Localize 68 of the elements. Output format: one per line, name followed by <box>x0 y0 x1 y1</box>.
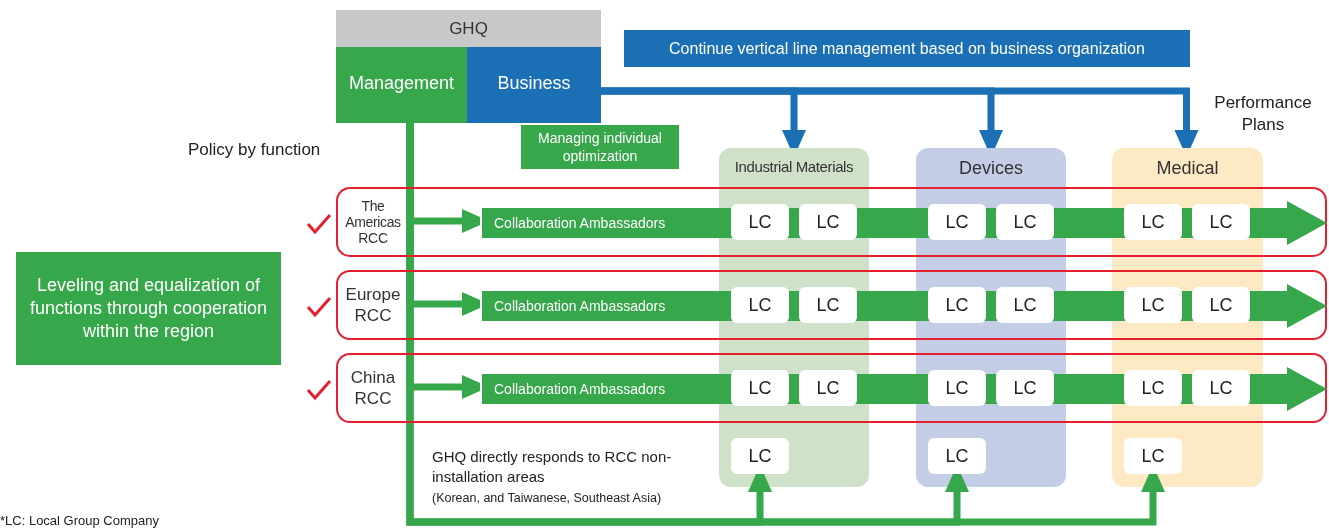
company-box <box>731 287 789 323</box>
node-text: LC <box>748 210 772 234</box>
headquarters-box <box>336 10 601 123</box>
company-box <box>928 204 986 240</box>
node-text: LC <box>748 376 772 400</box>
node-text: GHQ <box>449 17 488 40</box>
company-box <box>928 438 986 474</box>
label-text: Performance Plans <box>1213 92 1313 136</box>
company-box <box>1124 438 1182 474</box>
node-text: LC <box>1013 210 1037 234</box>
company-box <box>1124 370 1182 406</box>
node-text: LC <box>816 293 840 317</box>
note-box <box>521 125 679 169</box>
node-text: LC <box>945 376 969 400</box>
node-text: LC <box>1209 376 1233 400</box>
node-text: Collaboration Ambassadors <box>494 296 666 316</box>
node-text: The Americas RCC <box>344 198 402 246</box>
company-box <box>996 204 1054 240</box>
node-text: Devices <box>959 158 1023 178</box>
company-box <box>1124 204 1182 240</box>
node-text: Leveling and equalization of functions through cooperation within the region <box>28 274 269 343</box>
node-text: LC <box>1141 210 1165 234</box>
node-text: LC <box>945 210 969 234</box>
node-text: LC <box>1141 444 1165 468</box>
company-box <box>928 370 986 406</box>
company-box <box>996 370 1054 406</box>
company-box <box>731 438 789 474</box>
node-text: LC <box>816 210 840 234</box>
node-text: LC <box>945 293 969 317</box>
node-text: Industrial Materials <box>734 158 854 175</box>
company-box <box>731 204 789 240</box>
node-text: LC <box>1141 376 1165 400</box>
node-text: LC <box>1013 376 1037 400</box>
company-box <box>799 204 857 240</box>
node-text: Collaboration Ambassadors <box>494 213 666 233</box>
node-text: LC <box>816 376 840 400</box>
node-text: Continue vertical line management based on business organization <box>669 38 1145 59</box>
node-text: Business <box>497 72 571 93</box>
node-text: Managing individual optimization <box>537 129 663 165</box>
node-text: LC <box>748 444 772 468</box>
node-text: Collaboration Ambassadors <box>494 379 666 399</box>
company-box <box>1192 287 1250 323</box>
company-box <box>799 370 857 406</box>
node-text: Management <box>348 72 455 93</box>
company-box <box>731 370 789 406</box>
node-text: LC <box>1141 293 1165 317</box>
banner <box>624 30 1190 67</box>
company-box <box>1192 204 1250 240</box>
label-text: GHQ directly responds to RCC non-installation areas <box>432 447 673 487</box>
company-box <box>1124 287 1182 323</box>
node-text: China RCC <box>349 367 397 409</box>
node-text: LC <box>1209 210 1233 234</box>
node-text: Europe RCC <box>344 284 402 326</box>
node-text: LC <box>945 444 969 468</box>
business-box <box>467 47 601 123</box>
node-text: LC <box>748 293 772 317</box>
node-text: LC <box>1209 293 1233 317</box>
company-box <box>799 287 857 323</box>
company-box <box>928 287 986 323</box>
company-box <box>996 287 1054 323</box>
label-text: (Korean, and Taiwanese, Southeast Asia) <box>432 490 662 507</box>
label-text: *LC: Local Group Company <box>0 512 159 529</box>
company-box <box>1192 370 1250 406</box>
label-text: Policy by function <box>188 139 321 161</box>
node-text: LC <box>1013 293 1037 317</box>
note-box <box>16 252 281 365</box>
management-box <box>336 47 467 123</box>
node-text: Medical <box>1156 158 1219 178</box>
